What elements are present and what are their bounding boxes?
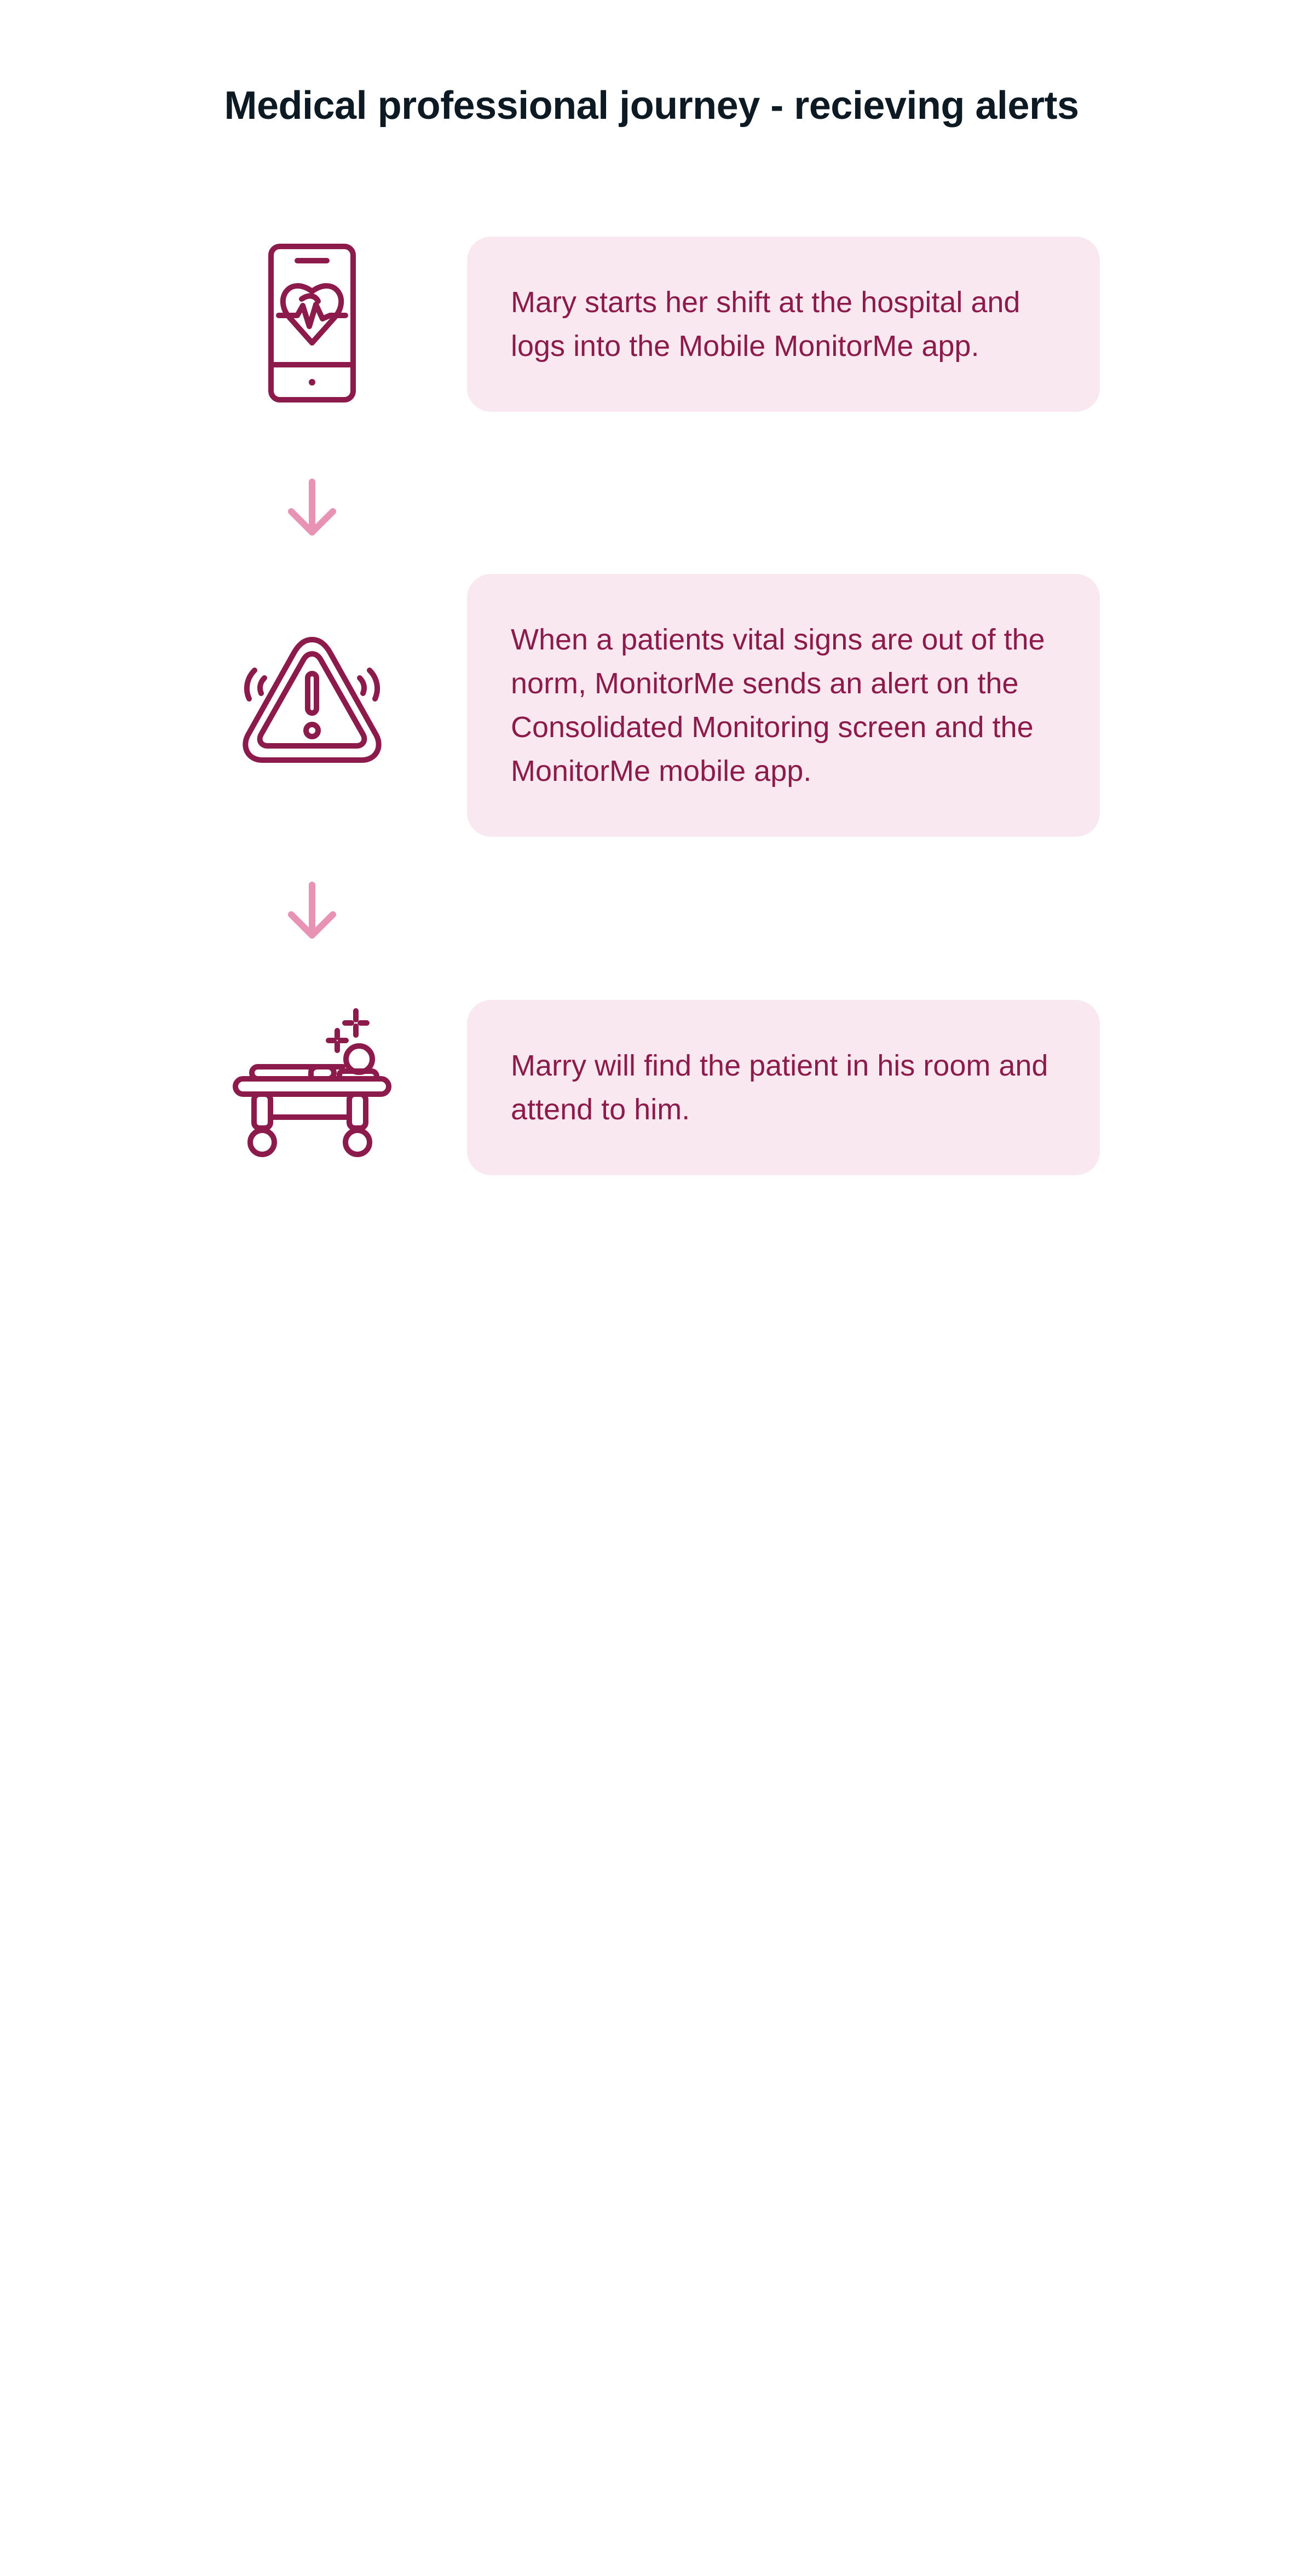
step-card-2: When a patients vital signs are out of t… xyxy=(467,574,1100,837)
page-title: Medical professional journey - recieving… xyxy=(224,84,1079,128)
arrow-down-icon xyxy=(288,882,336,939)
step-card-3: Marry will find the patient in his room … xyxy=(467,1000,1100,1175)
step-card-1: Mary starts her shift at the hospital an… xyxy=(467,237,1100,412)
warning-alert-icon xyxy=(224,629,400,777)
patient-bed-icon xyxy=(224,1008,400,1166)
mobile-phone-heartbeat-icon xyxy=(224,241,400,405)
step-1-text: Mary starts her shift at the hospital an… xyxy=(511,286,1021,363)
step-3-text: Marry will find the patient in his room … xyxy=(511,1049,1048,1126)
arrow-down-icon xyxy=(288,479,336,536)
step-2-text: When a patients vital signs are out of t… xyxy=(511,623,1045,787)
